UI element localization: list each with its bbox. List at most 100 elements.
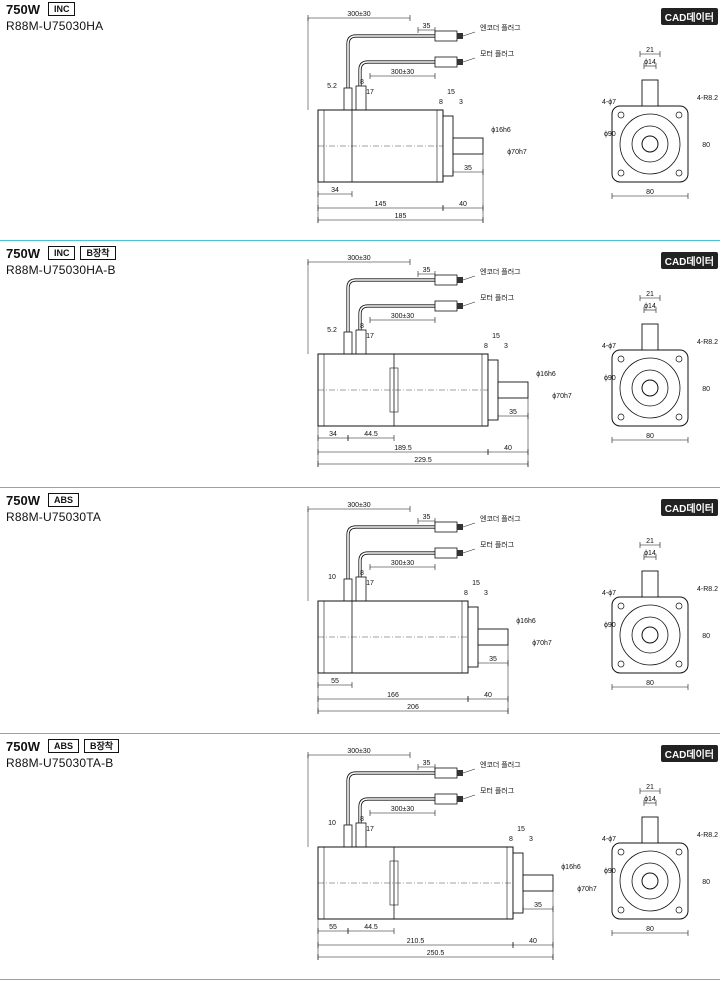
shaft-diameter-dim: ϕ16h6 [536,371,556,378]
dim-3: 3 [484,590,488,597]
corner-radius-label: 4-R8.2 [697,95,718,102]
cad-data-button[interactable]: CAD데이터 [660,8,718,25]
dim-5.2: 5.2 [327,327,337,334]
front-width-dim: 80 [646,189,654,196]
cable-length-dim: 300±30 [347,11,370,18]
spec-badge: B장착 [80,246,116,260]
cable-length-dim: 300±30 [347,502,370,509]
shaft-diameter-dim: ϕ16h6 [491,127,511,134]
dim-5.2: 10 [328,574,336,581]
motor-plug-label: 모터 플러그 [480,293,515,302]
dim-3: 3 [459,99,463,106]
front-width-21-dim: 21 [646,291,654,298]
encoder-plug-label: 엔코더 플러그 [480,760,521,769]
model-number: R88M-U75030TA [6,510,102,524]
dim-3: 3 [504,343,508,350]
corner-radius-label: 4-R8.2 [697,339,718,346]
spec-badge: INC [47,246,76,260]
motor-plug-label: 모터 플러그 [480,786,515,795]
front-diameter-14-dim: ϕ14 [644,59,656,66]
total-length-dim: 185 [395,213,407,220]
corner-radius-label: 4-R8.2 [697,832,718,839]
model-number: R88M-U75030TA-B [6,756,114,770]
motor-cable-dim: 300±30 [391,69,414,76]
dim-b2: 44.5 [364,924,378,931]
power-rating: 750W [6,739,40,754]
section-divider [0,487,720,488]
dim-b1: 55 [329,924,337,931]
shaft-diameter-dim: ϕ16h6 [516,618,536,625]
shaft-length-dim: 35 [489,656,497,663]
dim-8b: 8 [484,343,488,350]
dim-17: 17 [366,333,374,340]
front-width-21-dim: 21 [646,538,654,545]
total-length-dim: 250.5 [427,950,445,957]
cable-length-dim: 300±30 [347,748,370,755]
encoder-plug-dim: 35 [423,23,431,30]
total-length-dim: 229.5 [414,457,432,464]
dim-17: 17 [366,826,374,833]
dim-8: 8 [360,816,364,823]
encoder-plug-dim: 35 [423,267,431,274]
front-width-21-dim: 21 [646,47,654,54]
dim-b2: 44.5 [364,431,378,438]
flange-length-dim: 40 [529,938,537,945]
front-width-dim: 80 [646,680,654,687]
dim-15: 15 [492,333,500,340]
encoder-plug-label: 엔코더 플러그 [480,267,521,276]
model-number: R88M-U75030HA [6,19,104,33]
motor-plug-label: 모터 플러그 [480,540,515,549]
encoder-plug-label: 엔코더 플러그 [480,23,521,32]
body-length-dim: 189.5 [394,445,412,452]
front-height-dim: 80 [702,142,710,149]
shaft-diameter-dim: ϕ16h6 [561,864,581,871]
encoder-plug-dim: 35 [423,514,431,521]
section-divider [0,979,720,980]
dim-5.2: 10 [328,820,336,827]
dim-8: 8 [360,323,364,330]
front-height-dim: 80 [702,633,710,640]
front-diameter-14-dim: ϕ14 [644,796,656,803]
spec-badge: ABS [47,493,79,507]
dim-3: 3 [529,836,533,843]
front-height-dim: 80 [702,386,710,393]
flange-diameter-dim: ϕ70h7 [577,886,597,893]
front-diameter-14-dim: ϕ14 [644,550,656,557]
spec-badge: ABS [47,739,79,753]
flange-diameter-dim: ϕ70h7 [532,640,552,647]
front-width-dim: 80 [646,433,654,440]
mount-holes-label: 4-ϕ7 [602,343,616,350]
power-rating: 750W [6,493,40,508]
flange-length-dim: 40 [484,692,492,699]
motor-cable-dim: 300±30 [391,560,414,567]
dim-8: 8 [360,79,364,86]
motor-cable-dim: 300±30 [391,313,414,320]
dim-17: 17 [366,89,374,96]
front-width-dim: 80 [646,926,654,933]
section-divider [0,240,720,241]
dim-8b: 8 [509,836,513,843]
motor-cable-dim: 300±30 [391,806,414,813]
dim-15: 15 [447,89,455,96]
front-width-21-dim: 21 [646,784,654,791]
flange-diameter-dim: ϕ70h7 [507,149,527,156]
cad-data-button[interactable]: CAD데이터 [660,499,718,516]
mount-holes-label: 4-ϕ7 [602,836,616,843]
cad-data-button[interactable]: CAD데이터 [660,745,718,762]
cad-data-button[interactable]: CAD데이터 [660,252,718,269]
dim-8b: 8 [464,590,468,597]
corner-radius-label: 4-R8.2 [697,586,718,593]
